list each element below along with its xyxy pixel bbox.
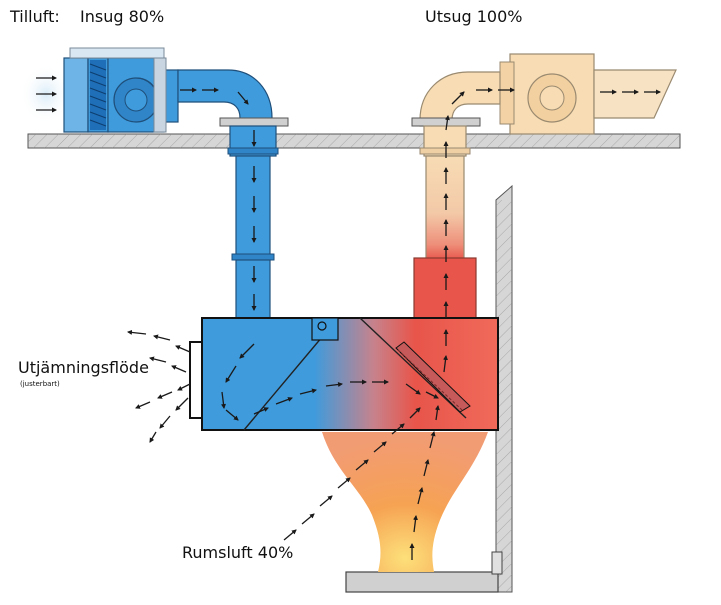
arrow-icon — [135, 401, 151, 409]
arrow-icon — [429, 431, 436, 449]
hood — [189, 317, 499, 431]
exhaust-label: Utsug 100% — [425, 7, 523, 26]
arrow-icon — [149, 356, 167, 363]
arrow-icon — [237, 91, 249, 105]
arrow-icon — [413, 515, 418, 533]
arrow-icon — [391, 423, 405, 435]
arrow-icon — [127, 329, 147, 335]
wall — [495, 184, 513, 593]
arrow-icon — [444, 115, 450, 131]
arrow-icon — [451, 91, 465, 105]
room-air-label: Rumsluft 40% — [182, 543, 294, 562]
arrow-icon — [425, 391, 439, 399]
supply-prefix-label: Tilluft: — [10, 7, 60, 26]
filter-icon — [89, 60, 107, 130]
arrow-icon — [275, 397, 293, 405]
equalization-note: (justerbart) — [20, 380, 60, 388]
arrow-icon — [423, 459, 430, 477]
arrow-icon — [175, 345, 191, 353]
arrow-icon — [405, 383, 421, 395]
heat-plume — [322, 432, 488, 572]
exhaust-unit — [499, 53, 677, 135]
grease-filter — [395, 341, 471, 413]
arrow-icon — [171, 365, 187, 373]
supply-duct-vertical — [219, 117, 289, 319]
arrow-icon — [355, 459, 369, 471]
arrow-icon — [337, 477, 351, 489]
arrow-icon — [177, 383, 191, 391]
arrow-icon — [409, 407, 421, 419]
arrow-icon — [443, 355, 448, 373]
supply-unit — [63, 47, 179, 133]
arrow-icon — [325, 382, 343, 387]
equalization-label: Utjämningsflöde — [18, 358, 149, 377]
exhaust-fan-icon — [527, 73, 577, 123]
arrow-icon — [157, 391, 173, 399]
arrow-icon — [283, 529, 297, 541]
flow-arrows — [36, 75, 661, 560]
arrow-icon — [153, 334, 171, 341]
exhaust-duct-vertical — [411, 117, 481, 319]
arrow-icon — [225, 365, 237, 383]
arrow-icon — [373, 441, 387, 453]
arrow-icon — [221, 391, 226, 409]
supply-intake-label: Insug 80% — [80, 7, 165, 26]
arrow-icon — [319, 495, 333, 507]
arrow-icon — [434, 405, 440, 421]
arrow-icon — [225, 409, 239, 421]
arrow-icon — [175, 397, 189, 411]
supply-fan-icon — [113, 77, 159, 123]
arrow-icon — [239, 343, 255, 359]
ceiling-slab — [27, 133, 681, 149]
arrow-icon — [299, 388, 317, 395]
arrow-icon — [159, 415, 171, 429]
arrow-icon — [417, 487, 424, 505]
arrow-icon — [149, 431, 157, 443]
arrow-icon — [301, 513, 315, 525]
arrow-icon — [253, 407, 269, 415]
